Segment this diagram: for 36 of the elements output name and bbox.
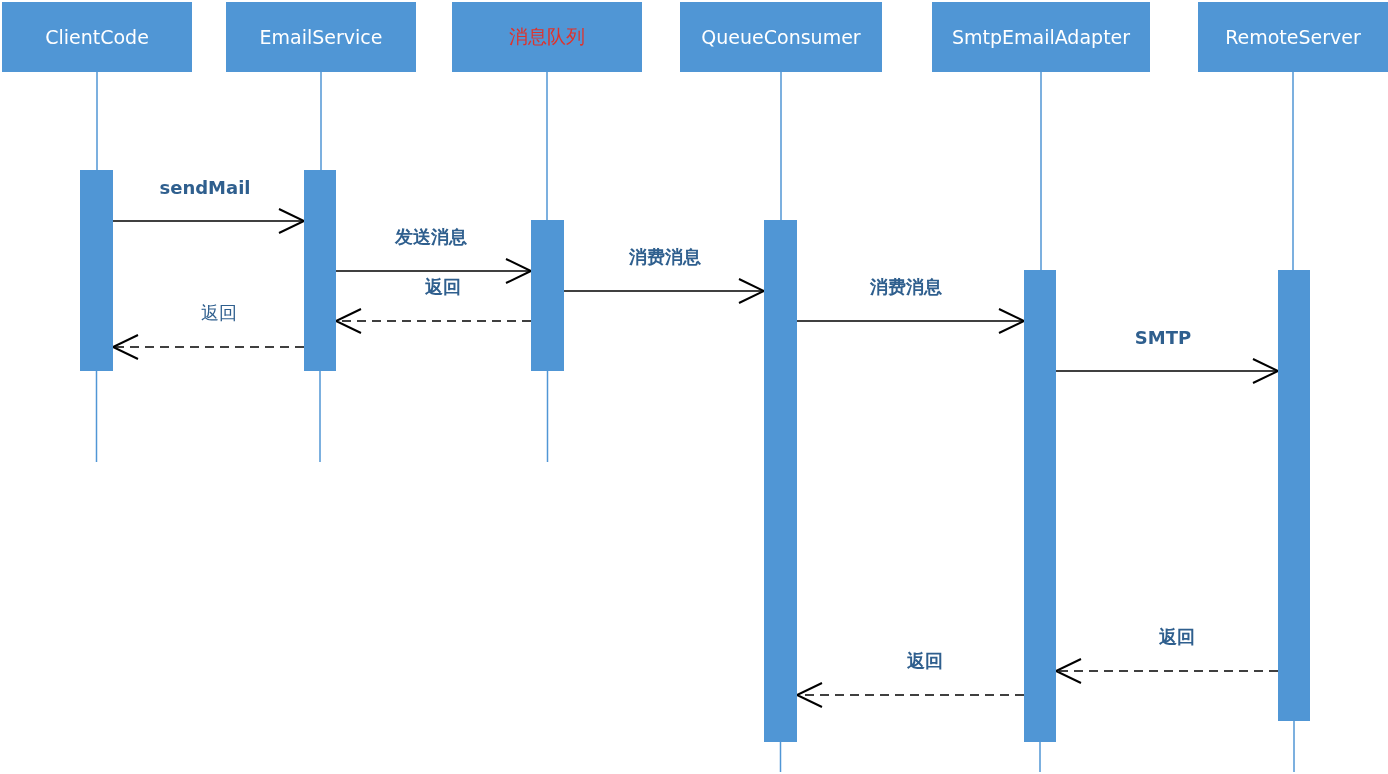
participant-box — [1198, 2, 1388, 72]
return-arrow — [335, 308, 532, 334]
participant-name: QueueConsumer — [701, 26, 861, 48]
message-arrow — [1055, 358, 1279, 384]
participant-name: EmailService — [259, 26, 383, 48]
edge-label: 消费消息 — [867, 275, 945, 299]
activation-bar — [1024, 270, 1056, 742]
lifeline — [320, 71, 322, 171]
lifeline — [780, 71, 782, 221]
activation-bar — [80, 170, 113, 371]
activation-bar — [531, 220, 564, 371]
activation-bar — [304, 170, 336, 371]
participant-name: SmtpEmailAdapter — [951, 26, 1131, 48]
return-arrow — [1055, 658, 1279, 684]
activation-bar — [1278, 270, 1310, 721]
participant-box — [226, 2, 416, 72]
participant-box — [2, 2, 192, 72]
return-arrow — [796, 682, 1025, 708]
activation-bar — [764, 220, 797, 742]
lifeline — [546, 71, 548, 221]
participant-name: 消息队列 — [509, 24, 585, 49]
message-arrow — [563, 278, 765, 304]
participant-box — [680, 2, 882, 72]
return-arrow — [112, 334, 305, 360]
lifeline — [1040, 71, 1042, 271]
lifeline — [1292, 71, 1294, 271]
edge-label: 发送消息 — [392, 225, 470, 249]
participant-box — [452, 2, 642, 72]
edge-label: 消费消息 — [626, 245, 704, 269]
lifeline — [96, 71, 98, 171]
participant-box — [932, 2, 1150, 72]
participant-name: ClientCode — [45, 26, 149, 48]
message-arrow — [796, 308, 1025, 334]
message-arrow — [112, 208, 305, 234]
message-arrow — [335, 258, 532, 284]
participant-name: RemoteServer — [1225, 26, 1361, 48]
